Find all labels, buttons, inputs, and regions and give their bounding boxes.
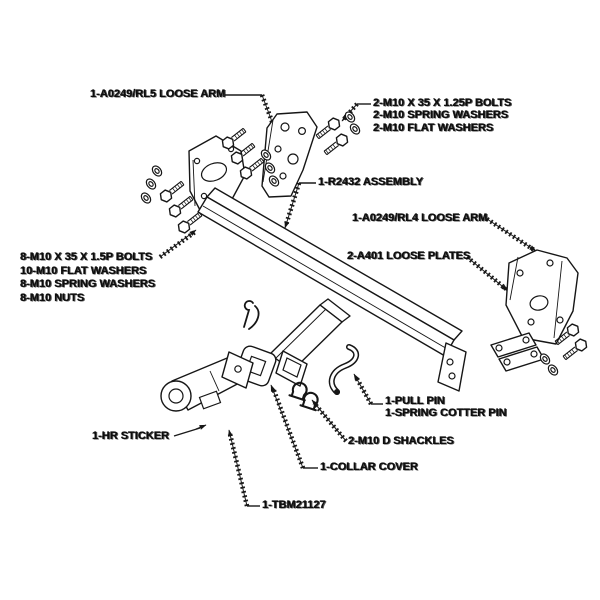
label-line: 10-M10 FLAT WASHERS [20, 264, 147, 277]
loose-arm-right-drawing [505, 249, 579, 345]
d-shackles-drawing [288, 379, 322, 412]
leader-loose-arm-right [485, 217, 537, 252]
leader-pull-pin [353, 373, 383, 406]
leader-lines [158, 94, 537, 507]
fasteners-upper-right-drawing [313, 109, 363, 158]
label-line: 1-PULL PIN [385, 395, 445, 407]
label-pull-pin: 1-PULL PIN 1-SPRING COTTER PIN [385, 395, 507, 420]
label-line: 8-M10 NUTS [20, 291, 85, 304]
label-hitch-assembly: 1-R2432 ASSEMBLY [318, 176, 423, 188]
label-line: 8-M10 SPRING WASHERS [20, 278, 156, 291]
leader-collar-cover [270, 384, 318, 469]
label-hr-sticker: 1-HR STICKER [92, 430, 170, 442]
hr-sticker-drawing [198, 390, 222, 410]
label-line: 2-M10 X 35 X 1.25P BOLTS [373, 97, 512, 109]
label-loose-arm-left: 1-A0249/RL5 LOOSE ARM [90, 88, 226, 100]
label-collar-cover: 1-COLLAR COVER [320, 461, 418, 473]
leader-hitch-assembly [283, 182, 316, 229]
label-line: 2-M10 FLAT WASHERS [373, 121, 494, 134]
label-d-shackles: 2-M10 D SHACKLES [348, 435, 454, 447]
leader-fastener-lower [158, 229, 197, 259]
label-loose-plates: 2-A401 LOOSE PLATES [347, 250, 471, 262]
label-fastener-set-lower: 8-M10 X 35 X 1.5P BOLTS 10-M10 FLAT WASH… [20, 251, 155, 305]
leader-loose-arm-left [225, 94, 276, 128]
label-line: 2-M10 SPRING WASHERS [373, 109, 509, 122]
spring-cotter-pin-drawing [243, 300, 260, 330]
label-line: 1-SPRING COTTER PIN [385, 407, 507, 420]
ball-mount-drawing [160, 351, 254, 412]
leader-d-shackles [311, 399, 348, 443]
label-loose-arm-right: 1-A0249/RL4 LOOSE ARM [352, 212, 488, 224]
loose-arm-left-drawing [188, 135, 246, 213]
label-ball-mount-part-number: 1-TBM21127 [262, 499, 326, 511]
receiver-tube-drawing [269, 298, 351, 387]
leader-loose-plates [465, 255, 509, 292]
label-fastener-set-upper: 2-M10 X 35 X 1.25P BOLTS 2-M10 SPRING WA… [373, 97, 512, 134]
crossbar-assembly-drawing [197, 187, 467, 392]
leader-hr-sticker [173, 424, 207, 437]
leader-ball-mount [227, 429, 260, 507]
label-line: 8-M10 X 35 X 1.5P BOLTS [20, 251, 153, 263]
pull-pin-drawing [328, 344, 359, 395]
